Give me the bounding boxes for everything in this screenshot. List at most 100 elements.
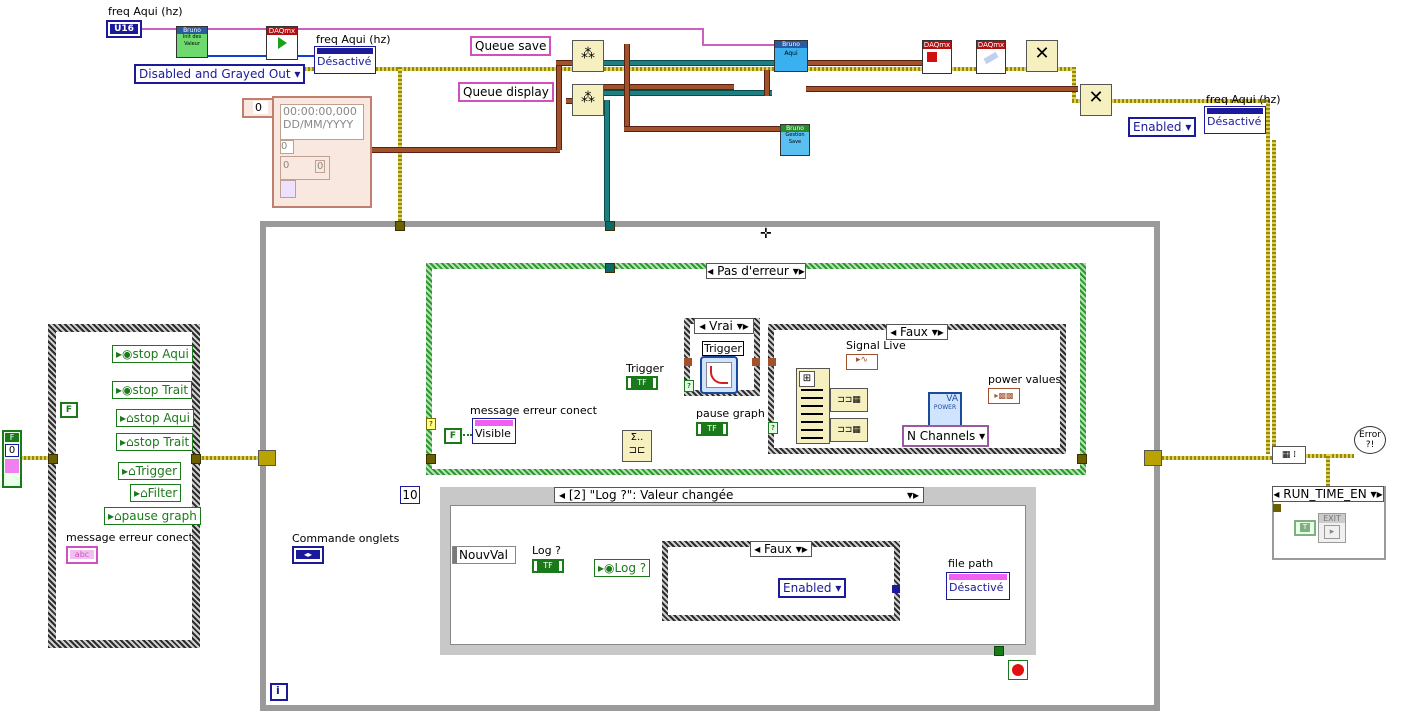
- case-selector-vrai[interactable]: ◂ Vrai ▾▸: [694, 318, 754, 334]
- message-erreur-property-node[interactable]: Visible: [472, 418, 516, 444]
- case-selector-faux-2[interactable]: ◂ Faux ▾▸: [750, 541, 812, 557]
- init-valeur-subvi[interactable]: Bruno Init des Valeur: [176, 26, 208, 58]
- index-constant[interactable]: 0: [242, 98, 274, 118]
- daqmx-stop-vi[interactable]: DAQmx: [922, 40, 952, 74]
- trigger-local[interactable]: ▸⌂Trigger: [118, 462, 182, 480]
- vrai-case-terminal: ?: [684, 380, 694, 392]
- pause-graph-control[interactable]: TF: [696, 422, 728, 436]
- queue-save-constant[interactable]: Queue save: [470, 36, 552, 56]
- case-right-arrow-2: ▾▸: [736, 319, 749, 333]
- power-express-vi[interactable]: VA POWER: [928, 392, 962, 428]
- release-queue-1[interactable]: ✕: [1026, 40, 1058, 72]
- trigger-express-vi[interactable]: [700, 356, 738, 394]
- error-icon[interactable]: Error ?!: [1354, 426, 1386, 454]
- tunnel-top-2: [605, 221, 615, 231]
- filter-local-label: Filter: [147, 486, 178, 500]
- boolean-constant-left[interactable]: F 0: [2, 430, 22, 488]
- daqmx-clear-vi[interactable]: DAQmx: [976, 40, 1006, 74]
- eraser-icon: [983, 51, 999, 65]
- freq-label-node1: freq Aqui (hz): [316, 33, 391, 46]
- dropdown-icon-4: ▾: [835, 581, 842, 595]
- error-icon-label: Error ?!: [1359, 430, 1381, 450]
- event-right-arrow: ▾▸: [906, 488, 919, 502]
- obtain-queue-display[interactable]: ⁂: [572, 84, 604, 116]
- freq-property-node-1[interactable]: Désactivé: [314, 46, 376, 74]
- array-build-2[interactable]: ⊐⊐▦: [830, 418, 868, 442]
- stop-aqui-local-2[interactable]: ▸⌂stop Aqui: [116, 409, 194, 427]
- index-value: 0: [253, 101, 268, 114]
- message-erreur-control[interactable]: abc: [66, 546, 98, 564]
- tf-label-2: TF: [701, 424, 723, 434]
- case-left-arrow-4: ◂: [754, 542, 761, 556]
- pause-graph-local[interactable]: ▸⌂pause graph: [104, 507, 201, 525]
- file-path-property-node[interactable]: Désactivé: [946, 572, 1010, 600]
- nouvval-label: NouvVal: [459, 548, 508, 562]
- i-label: i: [276, 684, 280, 697]
- local-icon-3: ▸⌂: [122, 464, 136, 478]
- queue-save-label: Queue save: [475, 39, 547, 53]
- event-case-selector[interactable]: ◂ [2] "Log ?": Valeur changée ▾▸: [554, 487, 924, 503]
- loop-stop-terminal[interactable]: [1008, 660, 1028, 680]
- exit-icon[interactable]: EXIT ▸: [1318, 513, 1346, 543]
- stop-button-icon: [1012, 664, 1024, 676]
- filter-local[interactable]: ▸⌂Filter: [130, 484, 182, 502]
- run-time-case-selector[interactable]: ◂ RUN_TIME_EN ▾▸: [1272, 486, 1384, 502]
- case-right-arrow-3: ▾▸: [931, 325, 944, 339]
- n-channels-enum[interactable]: N Channels ▾: [902, 425, 989, 447]
- daqmx-label-1: DAQmx: [267, 27, 297, 35]
- visible-terminal: ?: [426, 418, 436, 430]
- iteration-terminal: i: [270, 683, 288, 701]
- stop-aqui-global-1[interactable]: ▸◉stop Aqui: [112, 345, 193, 363]
- false-label-left: F: [5, 433, 19, 442]
- timeout-constant[interactable]: 10: [400, 486, 420, 504]
- message-erreur-label-left: message erreur conect: [66, 531, 193, 544]
- split-signals[interactable]: ⊞: [796, 368, 830, 444]
- unbundle-error[interactable]: ▦ ⁞: [1272, 446, 1306, 464]
- enabled-enum-event[interactable]: Enabled ▾: [778, 578, 847, 598]
- timestamp-cluster[interactable]: 00:00:00,000 DD/MM/YYYY 0 0 0: [272, 96, 372, 208]
- trigger-control[interactable]: TF: [626, 376, 658, 390]
- array-build-1[interactable]: ⊐⊐▦: [830, 388, 868, 412]
- queue-icon-2: ⁂: [581, 90, 595, 106]
- aqui-subvi[interactable]: Bruno Aqui: [774, 40, 808, 72]
- local-icon-5: ▸⌂: [108, 509, 122, 523]
- case-right-arrow-5: ▾▸: [1370, 487, 1383, 501]
- date-stamp: DD/MM/YYYY: [283, 118, 354, 131]
- event-case-label: [2] "Log ?": Valeur changée: [568, 488, 734, 502]
- commande-onglets-terminal[interactable]: ◂▸: [292, 546, 324, 564]
- stop-trait-global-1[interactable]: ▸◉stop Trait: [112, 381, 193, 399]
- case-selector-pas-erreur[interactable]: ◂ Pas d'erreur ▾▸: [706, 263, 806, 279]
- false-constant-left[interactable]: F: [60, 402, 78, 418]
- faux-label: Faux: [900, 325, 928, 339]
- false-constant-visible[interactable]: F: [444, 428, 462, 444]
- release-queue-2[interactable]: ✕: [1080, 84, 1112, 116]
- cluster-zero-3: 0: [315, 160, 326, 173]
- run-time-label: RUN_TIME_EN: [1283, 487, 1367, 501]
- desactive-2: Désactivé: [1207, 115, 1262, 128]
- obtain-queue-save[interactable]: ⁂: [572, 40, 604, 72]
- gestion-save-subvi[interactable]: Bruno Gestion Save: [780, 124, 810, 156]
- true-constant-runtime[interactable]: T: [1294, 520, 1316, 536]
- enabled-enum-top[interactable]: Enabled ▾: [1128, 117, 1197, 137]
- cursor-icon: ✛: [760, 226, 772, 242]
- cluster-box: [280, 180, 296, 198]
- shift-register-left: [258, 450, 276, 466]
- freq-label-node2: freq Aqui (hz): [1206, 93, 1281, 106]
- error-case-tunnel-teal: [605, 263, 615, 273]
- case-left-arrow: ◂: [707, 264, 714, 278]
- log-local-variable[interactable]: ▸◉Log ?: [594, 559, 651, 577]
- freq-property-node-2[interactable]: Désactivé: [1204, 106, 1266, 134]
- file-path-label: file path: [948, 557, 994, 570]
- disabled-grayed-enum[interactable]: Disabled and Grayed Out ▾: [134, 64, 306, 84]
- log-control[interactable]: TF: [532, 559, 564, 573]
- power-values-label: power values: [988, 373, 1062, 386]
- stop-trait-local-2[interactable]: ▸⌂stop Trait: [116, 433, 194, 451]
- dequeue-element[interactable]: Σ..⊐⊏: [622, 430, 652, 462]
- case-selector-faux[interactable]: ◂ Faux ▾▸: [886, 324, 948, 340]
- local-icon-4: ▸⌂: [134, 486, 148, 500]
- queue-display-constant[interactable]: Queue display: [458, 82, 554, 102]
- enabled2-label: Enabled: [783, 581, 832, 595]
- daqmx-start-vi[interactable]: DAQmx: [266, 26, 298, 60]
- u16-constant[interactable]: U16: [106, 20, 142, 38]
- power-label: POWER: [933, 404, 957, 411]
